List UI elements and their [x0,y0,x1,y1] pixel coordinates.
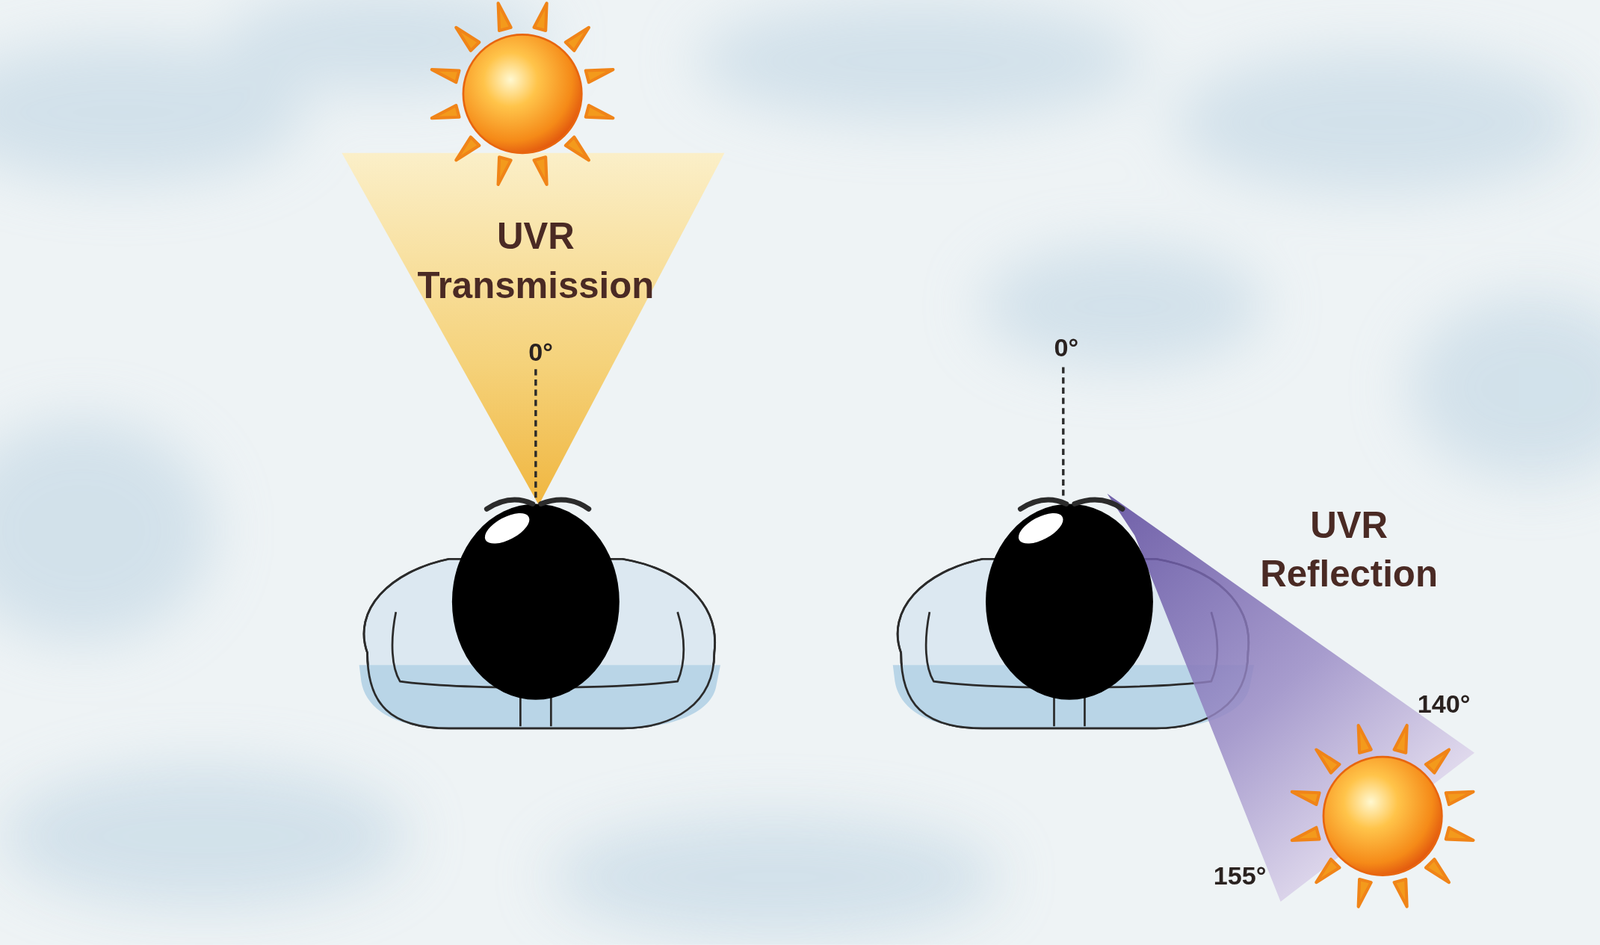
sun-ray [455,27,480,51]
sun-ray [1358,725,1372,754]
sun-ray [565,27,589,51]
sun-icon [1292,725,1474,908]
sun-disc [1323,757,1442,876]
sun-disc [463,34,582,153]
angle-label: 0° [1054,331,1080,363]
sun-ray [585,69,614,83]
sun-ray [565,136,589,160]
sun-ray [431,69,460,83]
sun-ray [534,156,548,185]
sun-ray [1425,750,1450,774]
sun-ray [1316,859,1340,883]
sun-ray [1292,792,1320,805]
sun-ray [498,2,512,31]
sun-ray [1358,879,1372,908]
sun-ray [1425,859,1450,883]
angle-label: 140° [1417,689,1471,720]
sun-ray [1394,725,1408,754]
uvr-transmission-label: UVR Transmission [417,212,654,311]
sun-ray [534,2,548,31]
sun-ray [1292,828,1320,841]
angle-label: 0° [528,337,554,368]
sun-ray [1446,792,1474,805]
sun-ray [498,156,512,185]
sun-icon [431,2,614,185]
sun-ray [1446,828,1474,841]
sun-ray [585,105,614,119]
sun-ray [431,105,460,119]
uvr-reflection-label: UVR Reflection [1259,500,1438,599]
sun-ray [1316,750,1340,774]
angle-label: 155° [1213,860,1267,891]
sun-ray [1394,879,1408,908]
sun-ray [455,136,480,160]
